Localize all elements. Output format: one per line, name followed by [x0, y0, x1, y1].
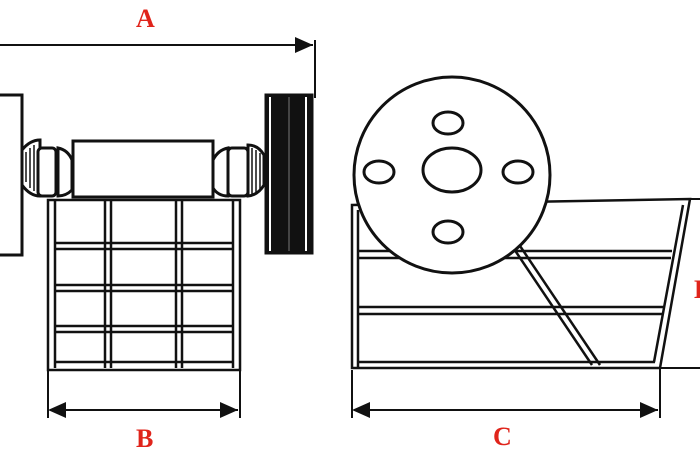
shaft-housing [71, 139, 215, 199]
label-c: C [493, 422, 512, 451]
left-bearing [20, 138, 74, 198]
dimension-a [0, 37, 316, 98]
label-d: D [694, 277, 700, 303]
dimension-d [660, 198, 700, 369]
right-bearing [211, 143, 266, 198]
side-view [0, 93, 314, 372]
left-flywheel [0, 93, 24, 257]
dimension-c [351, 368, 661, 418]
label-a: A [136, 4, 155, 33]
bolt-hole [501, 159, 535, 185]
flywheel-disc [352, 75, 552, 275]
center-hole [421, 146, 483, 194]
dimension-b [47, 370, 241, 418]
side-frame [46, 198, 242, 372]
bolt-hole [431, 219, 465, 245]
bolt-hole [362, 159, 396, 185]
label-b: B [136, 424, 154, 453]
bolt-hole [431, 110, 465, 136]
right-flywheel [264, 93, 314, 255]
front-view [350, 75, 692, 370]
